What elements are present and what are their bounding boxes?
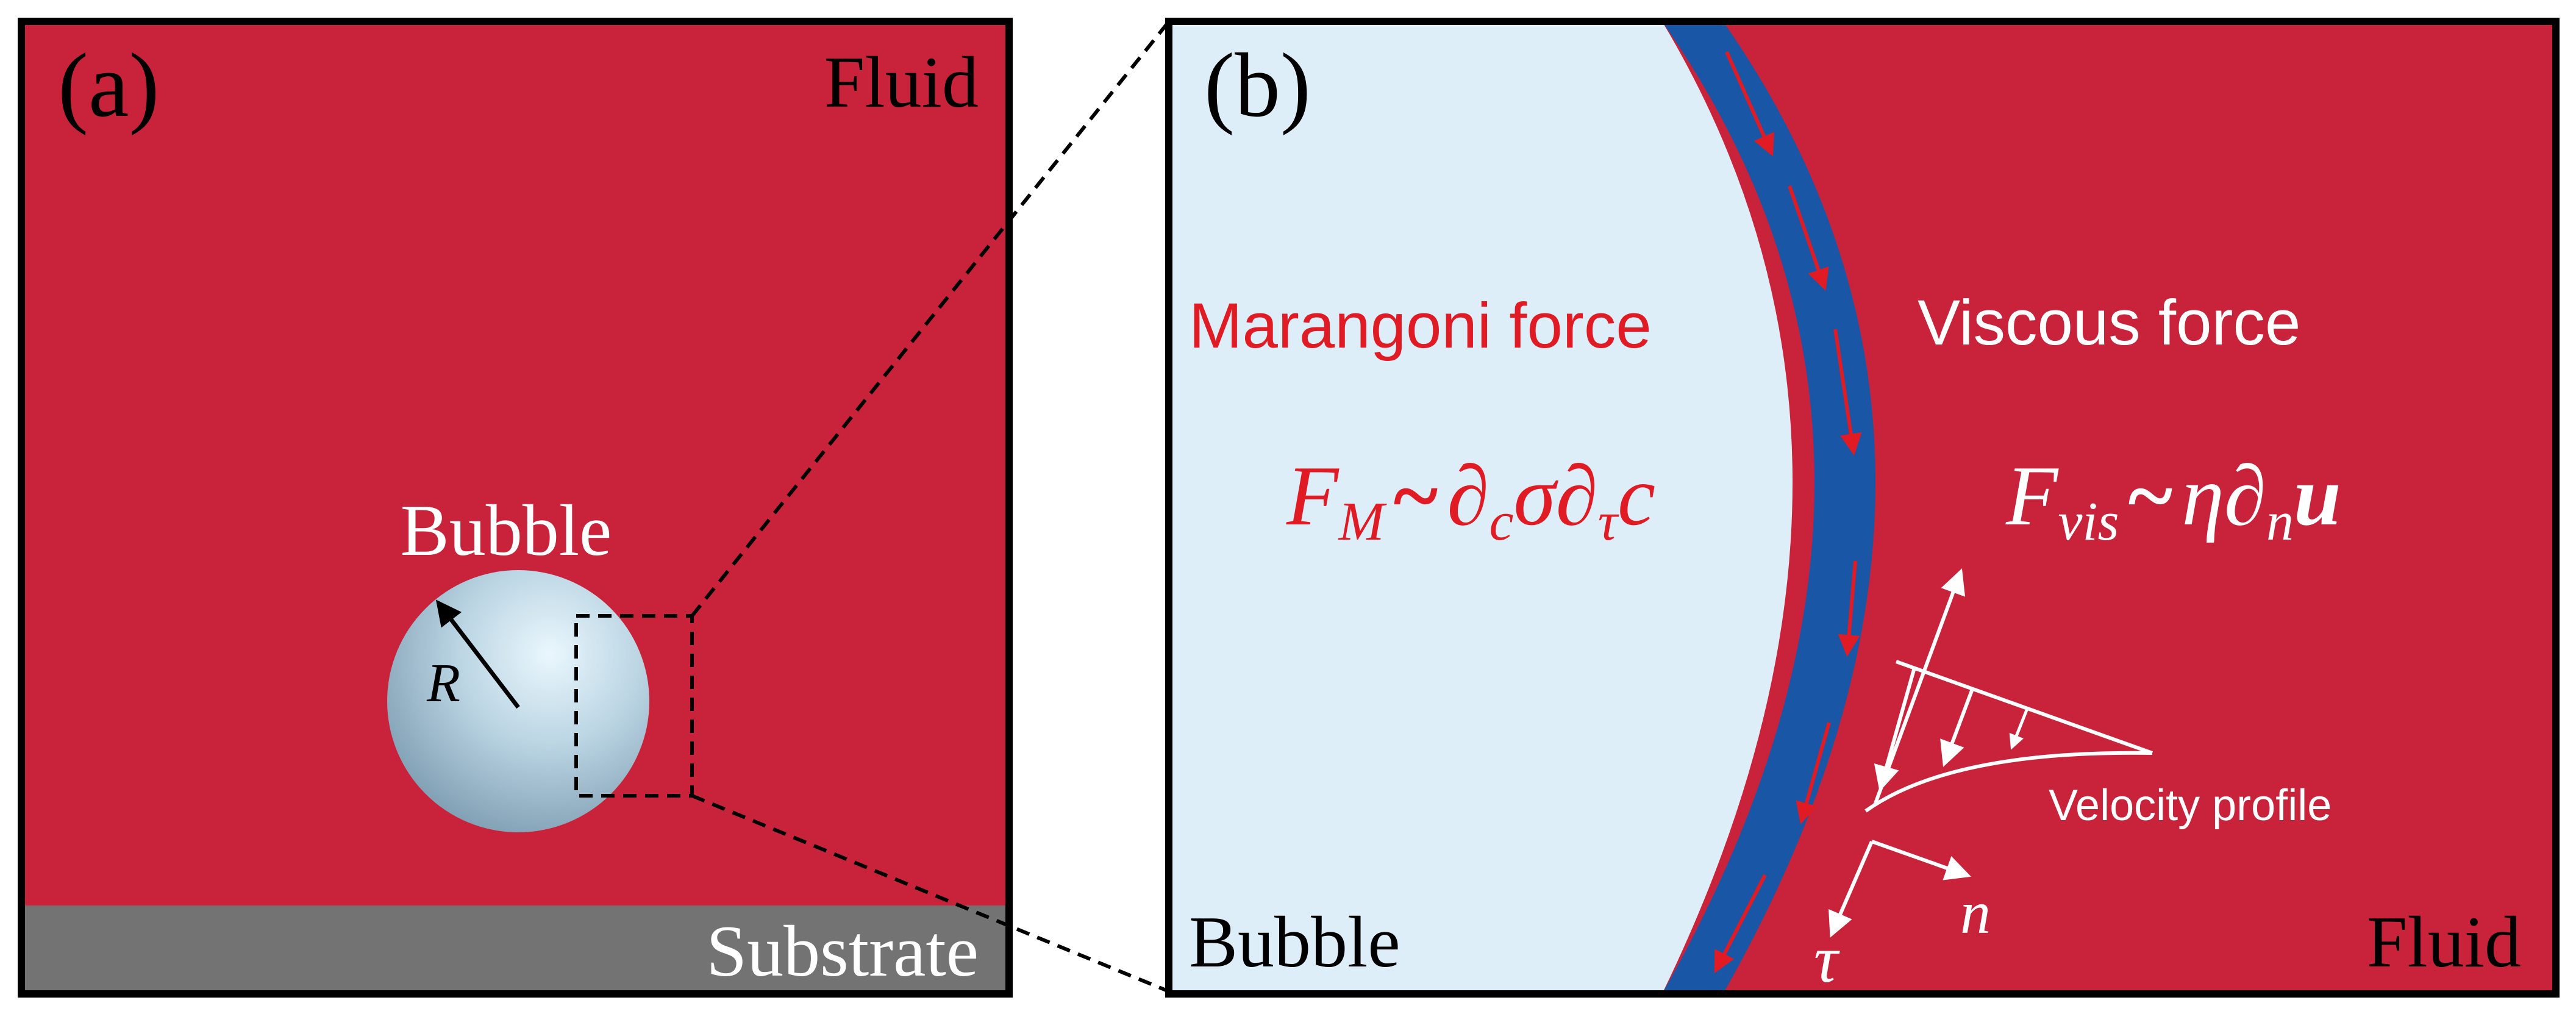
velocity-profile-label: Velocity profile [2049,781,2332,830]
marangoni-eq-tilde: ~ [1394,449,1438,543]
viscous-eq-part: n [2266,491,2294,552]
panel-b: (b) Marangoni force Viscous force FM~∂cσ… [1165,18,2560,998]
n-axis-arrow [1871,840,1971,880]
panel-b-bubble-region [1169,21,1793,994]
radius-arrow [435,599,520,709]
viscous-eq-lhs: F [2005,449,2059,543]
marangoni-eq-part: c [1490,491,1514,552]
marangoni-arrow [1833,329,1862,456]
zoom-box [574,614,694,798]
velocity-arrow [1940,688,1974,767]
viscous-equation: Fvis~η∂nu [2005,449,2341,552]
bubble-sphere [387,570,649,832]
marangoni-title: Marangoni force [1189,290,1652,362]
marangoni-arrow [1838,560,1860,657]
marangoni-eq-part: σ∂ [1513,449,1597,543]
panel-a-frame [18,18,1013,998]
velocity-arrow [1874,667,1916,792]
viscous-eq-part: η∂ [2182,449,2266,543]
panel-b-frame [1165,18,2560,998]
panel-a: (a) Fluid Bubble R Substrate [18,18,1013,998]
marangoni-arrow [1725,51,1774,157]
n-label: n [1960,879,1991,946]
velocity-arrow [2009,708,2029,750]
panel-a-bubble-label: Bubble [401,490,612,571]
marangoni-arrow [1714,874,1767,974]
substrate-label: Substrate [706,910,979,991]
viscous-eq-lhs-sub: vis [2058,491,2119,552]
marangoni-arrows [1714,51,1862,974]
marangoni-equation: FM~∂cσ∂τc [1286,449,1655,552]
panel-b-fluid-label: Fluid [2367,901,2521,982]
viscous-title: Viscous force [1918,287,2300,359]
panel-b-label: (b) [1204,35,1311,136]
panel-a-label: (a) [58,35,159,136]
marangoni-eq-part: c [1618,449,1655,543]
marangoni-eq-part: ∂ [1447,449,1489,543]
panel-b-bubble-label: Bubble [1189,901,1400,982]
panel-a-fluid-label: Fluid [824,41,979,123]
marangoni-eq-lhs-sub: M [1338,491,1388,552]
viscous-eq-part: u [2294,449,2341,543]
panel-a-substrate [21,905,1009,994]
marangoni-eq-lhs: F [1286,449,1340,543]
marangoni-arrow [1796,722,1831,824]
reference-line [1895,660,2153,755]
velocity-profile-curve [1864,751,2153,813]
marangoni-eq-part: τ [1598,491,1619,552]
tau-axis-arrow [1829,840,1874,938]
radius-label: R [426,653,460,713]
viscous-eq-tilde: ~ [2128,449,2173,543]
tau-label: τ [1814,922,1840,996]
velocity-profile-diagram [1829,568,2153,938]
zoom-connector-top [690,22,1169,617]
zoom-connector-bottom [691,794,1169,993]
marangoni-arrow [1788,185,1829,291]
